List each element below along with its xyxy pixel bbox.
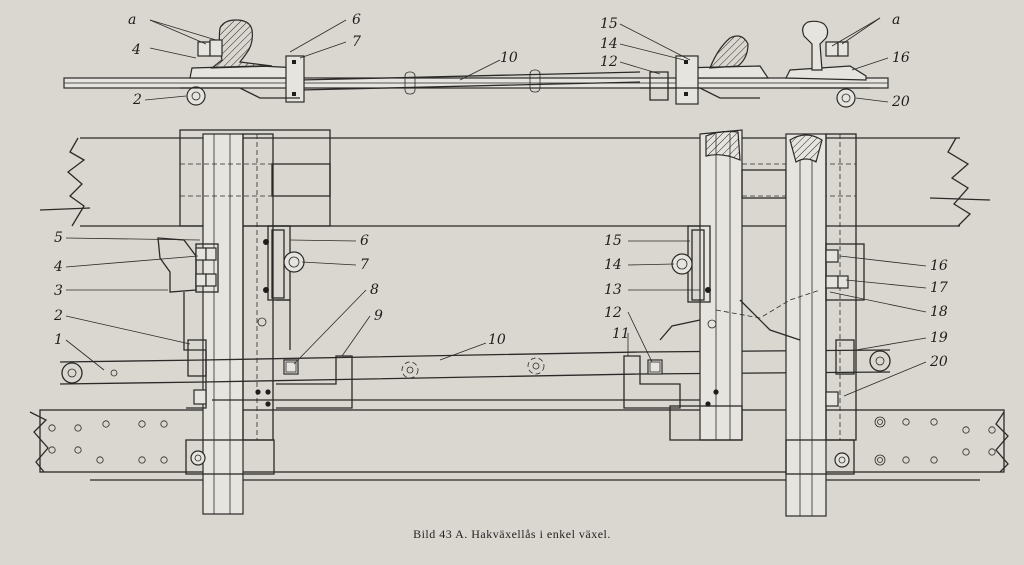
plan-left-hook-arm xyxy=(255,355,353,409)
label-12: 12 xyxy=(604,305,622,321)
plan-right-rail xyxy=(785,133,865,517)
label-4-top: 4 xyxy=(131,42,141,58)
label-13: 13 xyxy=(604,282,622,298)
label-15: 15 xyxy=(604,233,622,249)
label-16-top: 16 xyxy=(892,50,910,66)
label-11: 11 xyxy=(612,326,630,342)
plan-left-lock xyxy=(257,225,305,350)
label-9: 9 xyxy=(374,308,383,324)
plan-connecting-rod xyxy=(59,349,891,401)
label-20-top: 20 xyxy=(891,94,910,110)
plan-left-hook xyxy=(157,237,219,409)
plan-left-rail xyxy=(179,129,331,515)
label-14-top: 14 xyxy=(600,36,618,52)
label-16: 16 xyxy=(930,258,948,274)
label-15-top: 15 xyxy=(600,16,618,32)
section-labels: a 4 2 6 7 10 15 14 12 a 16 20 xyxy=(128,12,910,110)
label-6: 6 xyxy=(360,233,369,249)
plate-holes-left xyxy=(48,420,168,464)
plate-holes-right xyxy=(874,416,996,466)
label-a-left: a xyxy=(128,12,136,28)
label-19: 19 xyxy=(930,330,948,346)
section-view xyxy=(63,17,889,108)
section-right-rail xyxy=(785,20,870,108)
label-2: 2 xyxy=(53,308,63,324)
label-7-top: 7 xyxy=(352,34,361,50)
label-10-top: 10 xyxy=(500,50,518,66)
label-1: 1 xyxy=(54,332,63,348)
label-a-right: a xyxy=(892,12,900,28)
plan-labels: 5 4 3 2 1 6 7 8 9 10 15 14 13 12 11 16 1… xyxy=(53,230,948,370)
label-3: 3 xyxy=(54,283,63,299)
plan-sleeper-top xyxy=(39,137,991,227)
label-10: 10 xyxy=(488,332,506,348)
label-4: 4 xyxy=(53,259,63,275)
section-right-switch-rail xyxy=(640,35,770,105)
label-20: 20 xyxy=(929,354,948,370)
label-18: 18 xyxy=(930,304,948,320)
plan-view xyxy=(29,129,1009,517)
plan-right-lock xyxy=(623,225,821,409)
label-14: 14 xyxy=(604,257,622,273)
figure-caption: Bild 43 A. Hakväxellås i enkel växel. xyxy=(413,527,611,541)
plan-plate xyxy=(29,409,1009,481)
label-8: 8 xyxy=(370,282,379,298)
section-leaders xyxy=(144,17,889,103)
label-6-top: 6 xyxy=(352,12,361,28)
plan-right-switch-rail xyxy=(669,129,856,441)
label-2-top: 2 xyxy=(132,92,142,108)
label-5: 5 xyxy=(54,230,63,246)
section-left-rail xyxy=(180,19,305,106)
label-17: 17 xyxy=(930,280,948,296)
label-7: 7 xyxy=(360,257,369,273)
label-12-top: 12 xyxy=(600,54,618,70)
plan-leaders xyxy=(65,237,927,397)
